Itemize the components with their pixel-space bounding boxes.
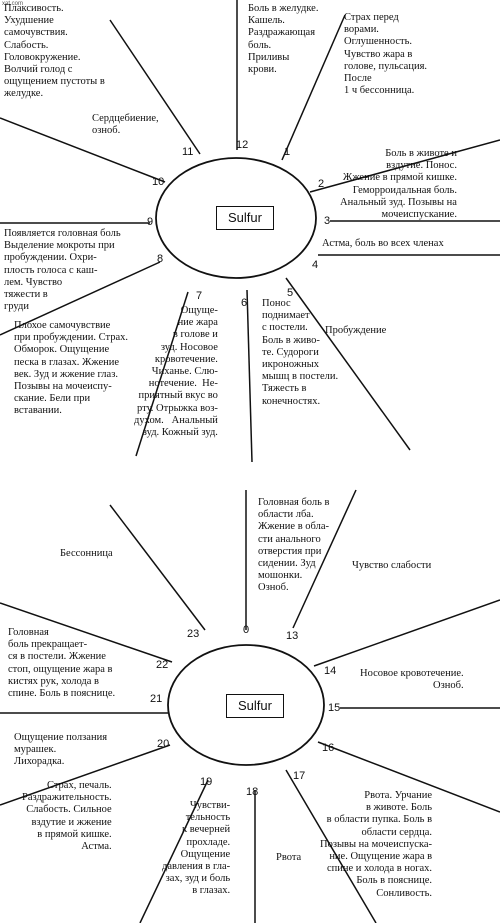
bottom-ray-23 xyxy=(109,504,206,631)
bottom-ray-16 xyxy=(317,741,500,813)
bottom-hour-15: 15 xyxy=(328,702,341,714)
top-hour-10: 10 xyxy=(152,176,165,188)
top-hour-5: 5 xyxy=(287,287,294,299)
top-ray-11 xyxy=(109,19,201,155)
top-text-11: Сердцебиение, озноб. xyxy=(92,113,159,137)
top-text-2: Боль в животе и вздутие. Понос. Жжение в… xyxy=(340,148,457,221)
top-text-6: Понос поднимает с постели. Боль в живо- … xyxy=(262,298,339,407)
top-ray-1 xyxy=(281,14,346,161)
bottom-ray-13 xyxy=(292,489,357,629)
top-ray-6 xyxy=(246,289,253,463)
bottom-hour-21: 21 xyxy=(150,693,163,705)
top-text-10: Плаксивость. Ухудшение самочувствия. Сла… xyxy=(4,3,105,100)
bottom-text-22: Головная боль прекращает- ся в постели. … xyxy=(8,627,116,700)
top-clock xyxy=(0,0,500,463)
top-hour-4: 4 xyxy=(312,259,319,271)
top-clock-ellipse xyxy=(155,157,317,279)
top-hour-9: 9 xyxy=(147,216,154,228)
top-hour-6: 6 xyxy=(241,297,248,309)
top-text-3: Астма, боль во всех членах xyxy=(322,238,444,249)
bottom-text-18: Рвота xyxy=(276,852,302,863)
top-hour-2: 2 xyxy=(318,178,325,190)
bottom-hour-23: 23 xyxy=(187,628,200,640)
top-hour-12: 12 xyxy=(236,139,249,151)
top-text-5: Пробуждение xyxy=(325,325,387,336)
bottom-ray-19 xyxy=(139,779,209,923)
top-hour-8: 8 xyxy=(157,253,164,265)
bottom-text-21: Ощущение ползания мурашек. Лихорадка. xyxy=(14,732,108,768)
bottom-hour-22: 22 xyxy=(156,659,169,671)
bottom-ray-20 xyxy=(0,744,171,806)
top-text-9: Появляется головная боль Выделение мокро… xyxy=(4,228,121,313)
top-ray-7 xyxy=(135,291,189,457)
bottom-text-0: Головная боль в области лба. Жжение в об… xyxy=(258,497,330,594)
bottom-hour-18: 18 xyxy=(246,786,259,798)
bottom-text-13: Чувство слабости xyxy=(352,560,432,571)
bottom-hour-0: 0 xyxy=(243,624,250,636)
top-ray-8 xyxy=(0,261,161,336)
bottom-text-23: Бессонница xyxy=(60,548,113,559)
bottom-text-20: Страх, печаль. Раздражительность. Слабос… xyxy=(22,780,112,853)
top-text-12: Боль в желудке. Кашель. Раздражающая бол… xyxy=(248,3,319,76)
top-hour-3: 3 xyxy=(324,215,331,227)
watermark: xat.com xyxy=(2,1,24,7)
bottom-text-17: Рвота. Урчание в животе. Боль в области … xyxy=(320,790,433,899)
bottom-hour-13: 13 xyxy=(286,630,299,642)
top-hour-1: 1 xyxy=(284,146,291,158)
top-ray-2 xyxy=(309,139,500,193)
bottom-text-19: Чувстви- тельность к вечерней прохладе. … xyxy=(162,800,231,897)
bottom-hour-20: 20 xyxy=(157,738,170,750)
top-ray-10 xyxy=(0,117,166,183)
bottom-hour-14: 14 xyxy=(324,665,337,677)
top-text-1: Страх перед ворами. Оглушенность. Чувств… xyxy=(344,12,428,97)
bottom-center-label: Sulfur xyxy=(226,694,284,718)
bottom-hour-19: 19 xyxy=(200,776,213,788)
top-text-7: Ощуще- ние жара в голове и зуд. Носовое … xyxy=(134,305,218,439)
bottom-ray-14 xyxy=(313,599,500,667)
bottom-hour-16: 16 xyxy=(322,742,335,754)
bottom-ray-17 xyxy=(285,769,377,923)
top-text-8: Плохое самочувствие при пробуждении. Стр… xyxy=(14,320,129,417)
bottom-clock xyxy=(0,489,500,923)
top-hour-11: 11 xyxy=(182,146,194,158)
bottom-clock-ellipse xyxy=(167,644,325,766)
top-hour-7: 7 xyxy=(196,290,203,302)
top-ray-5 xyxy=(285,277,411,451)
bottom-hour-17: 17 xyxy=(293,770,306,782)
bottom-ray-22 xyxy=(0,602,173,663)
bottom-text-14: Носовое кровотечение. Озноб. xyxy=(360,668,464,692)
top-center-label: Sulfur xyxy=(216,206,274,230)
